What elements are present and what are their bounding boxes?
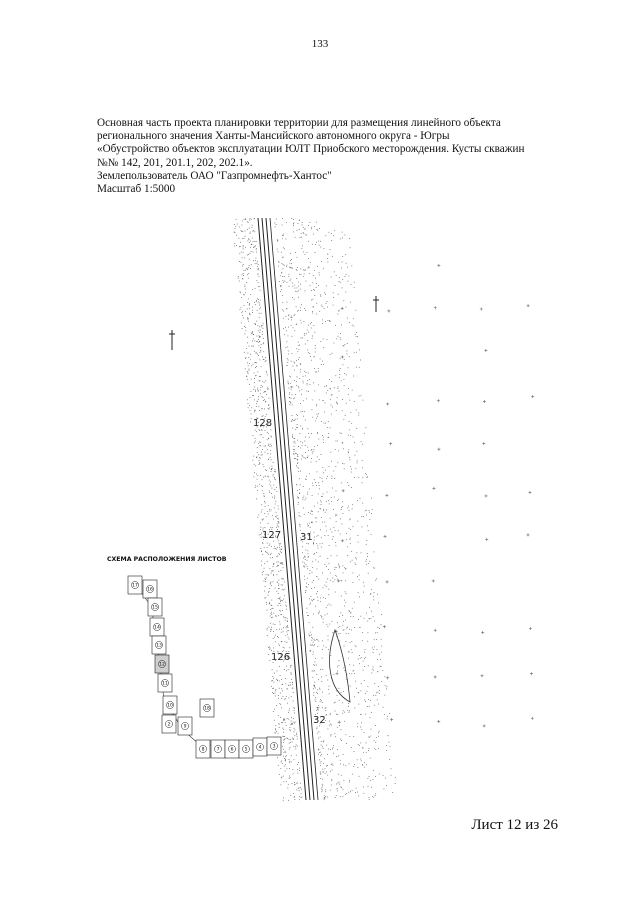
scheme-cell-number: 12	[159, 662, 165, 668]
scheme-cell: 14	[149, 617, 165, 637]
grid-marker	[431, 579, 435, 583]
grid-marker	[385, 580, 389, 584]
grid-marker	[340, 539, 344, 543]
grid-marker	[481, 630, 485, 634]
grid-marker	[383, 534, 387, 538]
grid-marker	[433, 675, 437, 679]
grid-marker	[382, 625, 386, 629]
scheme-cell-number: 13	[156, 643, 162, 649]
header-line-1: Основная часть проекта планировки террит…	[97, 117, 501, 129]
label-128: 128	[253, 418, 272, 429]
grid-marker	[386, 676, 390, 680]
grid-marker	[526, 304, 530, 308]
scheme-cell: 3	[266, 736, 282, 756]
site-outline	[329, 628, 351, 703]
grid-marker	[389, 442, 393, 446]
stipple-texture	[233, 218, 396, 801]
grid-marker	[480, 674, 484, 678]
grid-marker	[437, 447, 441, 451]
scheme-cell-number: 4	[259, 745, 262, 751]
grid-marker	[530, 716, 534, 720]
grid-marker	[432, 486, 436, 490]
label-32: 32	[313, 715, 326, 726]
grid-marker	[433, 306, 437, 310]
grid-marker	[479, 307, 483, 311]
scheme-cell-number: 3	[273, 744, 276, 750]
scheme-cell: 12	[154, 654, 170, 674]
scheme-cell: 16	[142, 579, 158, 599]
grid-marker	[528, 627, 532, 631]
scheme-cell: 5	[238, 739, 254, 759]
road-lines	[257, 217, 319, 801]
grid-marker	[485, 537, 489, 541]
page-number: 133	[311, 38, 329, 50]
scheme-cell-number: 16	[147, 587, 153, 593]
grid-marker	[340, 355, 344, 359]
grid-marker	[484, 348, 488, 352]
scheme-cell: 2	[161, 714, 177, 734]
scheme-cells: 17 16 15 14 13 12 11 10 9 18 8 7 6 5 4 3 2	[127, 575, 282, 759]
label-127: 127	[262, 530, 281, 541]
header-line-3: «Обустройство объектов эксплуатации ЮЛТ …	[97, 143, 525, 156]
header-line-6: Масштаб 1:5000	[97, 183, 176, 196]
scheme-cell: 11	[157, 673, 173, 693]
scheme-cell-number: 9	[184, 724, 187, 730]
header-line-2: регионального значения Ханты-Мансийского…	[97, 130, 450, 143]
scheme-cell: 10	[162, 695, 178, 715]
scheme-cell-number: 8	[202, 747, 205, 753]
grid-marker	[387, 309, 391, 313]
sheet-counter: Лист 12 из 26	[471, 817, 558, 833]
grid-marker	[529, 672, 533, 676]
scheme-cell: 13	[151, 635, 167, 655]
grid-marker	[385, 493, 389, 497]
grid-marker	[437, 720, 441, 724]
label-126: 126	[271, 652, 290, 663]
grid-marker	[528, 490, 532, 494]
scheme-cell: 15	[147, 597, 163, 617]
scheme-cell-number: 18	[204, 706, 210, 712]
grid-marker	[433, 628, 437, 632]
grid-marker	[482, 442, 486, 446]
grid-marker	[484, 494, 488, 498]
header-line-4: №№ 142, 201, 201.1, 202, 202.1».	[97, 156, 253, 169]
scheme-cell-number: 5	[245, 747, 248, 753]
scheme-cell-number: 11	[162, 681, 168, 687]
survey-marks	[169, 296, 379, 350]
grid-marker	[437, 263, 441, 267]
scheme-cell: 6	[224, 739, 240, 759]
grid-marker	[341, 489, 345, 493]
grid-marker	[337, 720, 341, 724]
grid-marker	[390, 718, 394, 722]
grid-marker	[531, 395, 535, 399]
document-header: Основная часть проекта планировки террит…	[97, 117, 567, 196]
grid-marker	[482, 400, 486, 404]
scheme-cell-number: 6	[231, 747, 234, 753]
sheet-layout-scheme: СХЕМА РАСПОЛОЖЕНИЯ ЛИСТОВ 17 16 15 14 13 12 11…	[107, 556, 282, 759]
grid-marker	[335, 672, 339, 676]
header-line-5: Землепользователь ОАО "Газпромнефть-Хант…	[97, 169, 332, 182]
grid-marker	[482, 724, 486, 728]
scheme-cell: 8	[195, 739, 211, 759]
grid-marker	[436, 399, 440, 403]
scheme-cell-number: 2	[168, 722, 171, 728]
grid-marker	[526, 533, 530, 537]
grid-marker	[336, 579, 340, 583]
grid-markers	[334, 263, 535, 728]
scheme-title: СХЕМА РАСПОЛОЖЕНИЯ ЛИСТОВ	[107, 556, 227, 563]
scheme-cell-number: 17	[132, 583, 138, 589]
scheme-cell: 4	[252, 737, 268, 757]
label-31: 31	[300, 532, 313, 543]
scheme-cell-number: 15	[152, 605, 158, 611]
scheme-cell: 7	[210, 739, 226, 759]
scheme-cell: 9	[177, 716, 193, 736]
grid-marker	[340, 307, 344, 311]
scheme-cell-number: 10	[167, 703, 173, 709]
scheme-cell-number: 7	[217, 747, 220, 753]
scheme-cell: 17	[127, 575, 143, 595]
scheme-cell: 18	[199, 698, 215, 718]
grid-marker	[386, 402, 390, 406]
scheme-cell-number: 14	[154, 625, 160, 631]
